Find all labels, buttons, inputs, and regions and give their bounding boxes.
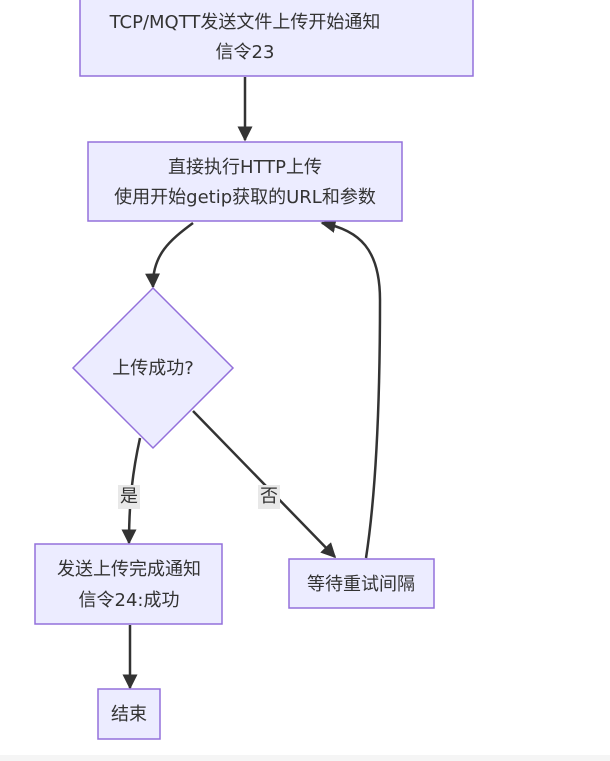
- node-http-upload-line2: 使用开始getip获取的URL和参数: [114, 187, 376, 208]
- node-notify-start[interactable]: TCP/MQTT发送文件上传开始通知 信令23: [79, 0, 474, 77]
- node-wait-retry[interactable]: 等待重试间隔: [288, 558, 435, 609]
- node-notify-done-line2: 信令24:成功: [79, 590, 180, 611]
- edge-decision-to-retry: [192, 410, 337, 559]
- node-notify-done-line1: 发送上传完成通知: [57, 559, 201, 580]
- edge-label-no-text: 否: [260, 486, 278, 507]
- node-notify-start-line1: TCP/MQTT发送文件上传开始通知: [109, 12, 381, 33]
- node-end[interactable]: 结束: [97, 688, 161, 740]
- edge-label-yes-text: 是: [120, 486, 138, 507]
- node-wait-retry-label: 等待重试间隔: [307, 574, 415, 595]
- edge-label-yes: 是: [118, 485, 140, 509]
- edge-label-no: 否: [258, 485, 280, 509]
- node-http-upload[interactable]: 直接执行HTTP上传 使用开始getip获取的URL和参数: [87, 141, 403, 222]
- node-notify-start-line2: 信令23: [216, 42, 275, 63]
- node-notify-done[interactable]: 发送上传完成通知 信令24:成功: [34, 543, 223, 625]
- footer-bar: [0, 755, 610, 761]
- node-end-label: 结束: [111, 704, 147, 725]
- edge-http-to-decision: [145, 221, 194, 289]
- node-decision[interactable]: 上传成功?: [71, 286, 235, 450]
- node-decision-label: 上传成功?: [112, 358, 194, 379]
- node-http-upload-line1: 直接执行HTTP上传: [168, 157, 322, 178]
- edge-retry-to-http: [320, 218, 382, 559]
